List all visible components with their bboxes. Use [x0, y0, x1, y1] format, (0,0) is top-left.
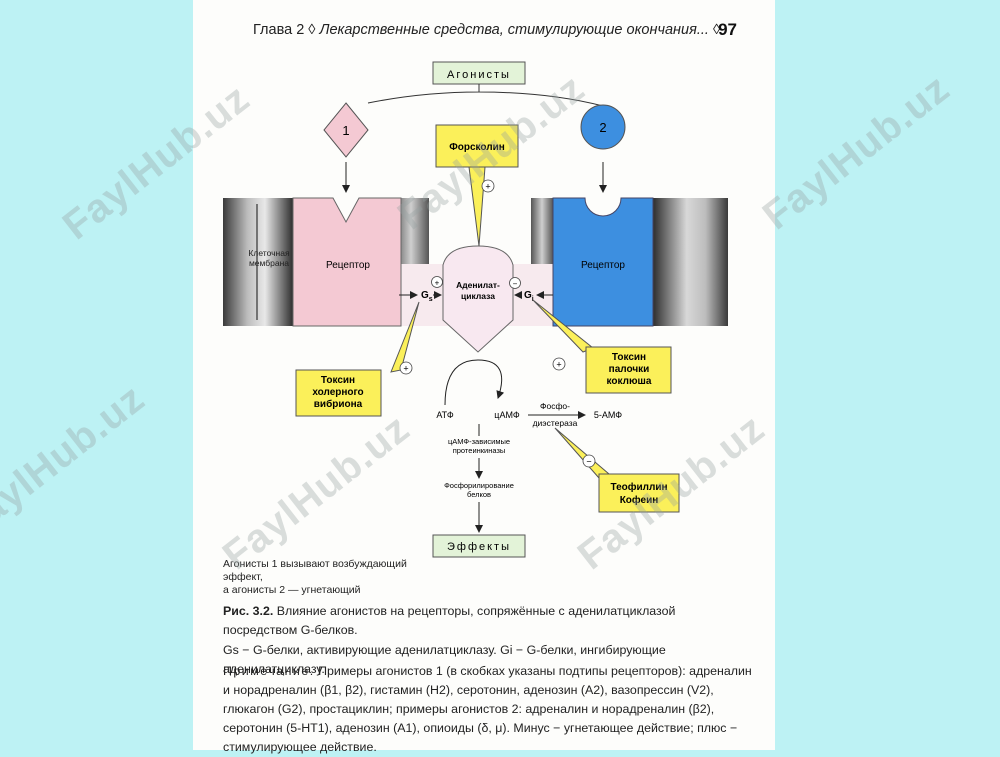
agonists-box: Агонисты	[432, 61, 526, 85]
amp5-label: 5-АМФ	[594, 410, 622, 420]
gs-label: Gs	[421, 290, 433, 303]
toxin-pertussis-line-3: коклюша	[607, 376, 652, 387]
figure-label: Рис. 3.2.	[223, 604, 274, 618]
pk-label-2: протеинкиназы	[453, 446, 506, 455]
receptor-right: Рецептор	[552, 197, 654, 327]
receptor-left-label: Рецептор	[326, 260, 370, 271]
minus-sign-icon-theophylline	[582, 454, 596, 468]
watermark-3: FaylHub.uz	[754, 66, 958, 239]
membrane-left	[223, 198, 293, 326]
receptor-right-label: Рецептор	[581, 260, 625, 271]
membrane-mid-right	[531, 198, 553, 264]
chapter-title: Лекарственные средства, стимулирующие ок…	[319, 22, 709, 38]
toxin-cholera-line-1: Токсин	[321, 375, 355, 386]
book-page: Глава 2 ◊ Лекарственные средства, стимул…	[193, 0, 775, 754]
agonists-label: Агонисты	[447, 69, 511, 81]
adenylate-label-2: циклаза	[461, 291, 495, 301]
plus-sign-icon-gs	[431, 276, 443, 288]
gi-label: Gi	[524, 290, 534, 303]
camp-label: цАМФ	[494, 410, 520, 420]
figure-caption: Рис. 3.2. Влияние агонистов на рецепторы…	[223, 602, 753, 640]
atp-camp-arc	[444, 359, 505, 406]
plus-gs: +	[435, 279, 440, 288]
plus-forskolin: +	[485, 182, 490, 192]
agonist-2-circle: 2	[580, 104, 626, 150]
diamond-separator-icon-2: ◊	[712, 22, 721, 38]
agonist-1-label: 1	[342, 123, 349, 138]
footnote-line-1: Агонисты 1 вызывают возбуждающий эффект,	[223, 558, 407, 583]
theophylline-label-1: Теофиллин	[610, 481, 667, 493]
plus-sign-icon-cholera	[399, 361, 413, 375]
theophylline-box: Теофиллин Кофеин	[554, 427, 680, 513]
minus-sign-icon-gi	[509, 277, 521, 289]
minus-theophylline: −	[586, 457, 591, 467]
plus-sign-icon-forskolin	[481, 179, 495, 193]
note-label: Примечание.	[223, 664, 315, 678]
toxin-cholera-box: Токсин холерного вибриона	[295, 301, 420, 417]
effects-box: Эффекты	[432, 534, 526, 558]
toxin-cholera-line-3: вибриона	[314, 398, 363, 410]
phos-label-1: Фосфорилирование	[444, 481, 514, 490]
membrane-label-2: мембрана	[249, 258, 289, 268]
agonist-1-diamond: 1	[323, 102, 369, 158]
pde-label-2: диэстераза	[533, 418, 578, 428]
plus-cholera: +	[403, 364, 408, 374]
forskolin-label: Форсколин	[449, 142, 505, 153]
toxin-pertussis-line-1: Токсин	[612, 352, 646, 363]
chapter-label: Глава 2	[253, 22, 305, 38]
toxin-cholera-line-2: холерного	[312, 387, 363, 398]
atp-label: АТФ	[436, 410, 453, 420]
pk-label-1: цАМФ-зависимые	[448, 437, 510, 446]
effects-label: Эффекты	[447, 541, 511, 553]
note-text: Примеры агонистов 1 (в скобках указаны п…	[223, 664, 752, 754]
phos-label-2: белков	[467, 490, 491, 499]
page-header: Глава 2 ◊ Лекарственные средства, стимул…	[253, 22, 720, 38]
pde-label-1: Фосфо-	[540, 401, 570, 411]
toxin-pertussis-line-2: палочки	[609, 364, 650, 375]
watermark-4: FaylHub.uz	[0, 376, 153, 549]
plus-pertussis: +	[556, 360, 561, 370]
theophylline-label-2: Кофеин	[620, 494, 659, 506]
figure-caption-text: Влияние агонистов на рецепторы, сопряжён…	[223, 604, 676, 637]
membrane-right	[653, 198, 728, 326]
agonist-2-label: 2	[599, 120, 606, 135]
caption-g-proteins: Gs − G-белки, активирующие аденилатцикла…	[223, 643, 666, 676]
footnote-line-2: а агонисты 2 — угнетающий	[223, 584, 361, 596]
caption-note: Примечание. Примеры агонистов 1 (в скобк…	[223, 662, 753, 757]
agonist-branch-lines	[367, 84, 604, 107]
minus-gi: −	[513, 280, 518, 289]
receptor-left: Рецептор	[292, 197, 402, 327]
page-number: 97	[718, 20, 737, 39]
diamond-separator-icon: ◊	[308, 22, 316, 38]
adenylate-cyclase-diagram: Агонисты 1 2 Клеточная мембрана Рецептор	[223, 61, 728, 558]
diagram-footnote: Агонисты 1 вызывают возбуждающий эффект,…	[223, 558, 443, 597]
membrane-label-1: Клеточная	[248, 248, 290, 258]
adenylate-label-1: Аденилат-	[456, 280, 500, 290]
adenylate-cyclase: Аденилат- циклаза	[442, 245, 514, 353]
forskolin-box: Форсколин	[435, 124, 519, 247]
toxin-pertussis-box: Токсин палочки коклюша	[532, 299, 672, 394]
plus-sign-icon-pertussis	[552, 357, 566, 371]
